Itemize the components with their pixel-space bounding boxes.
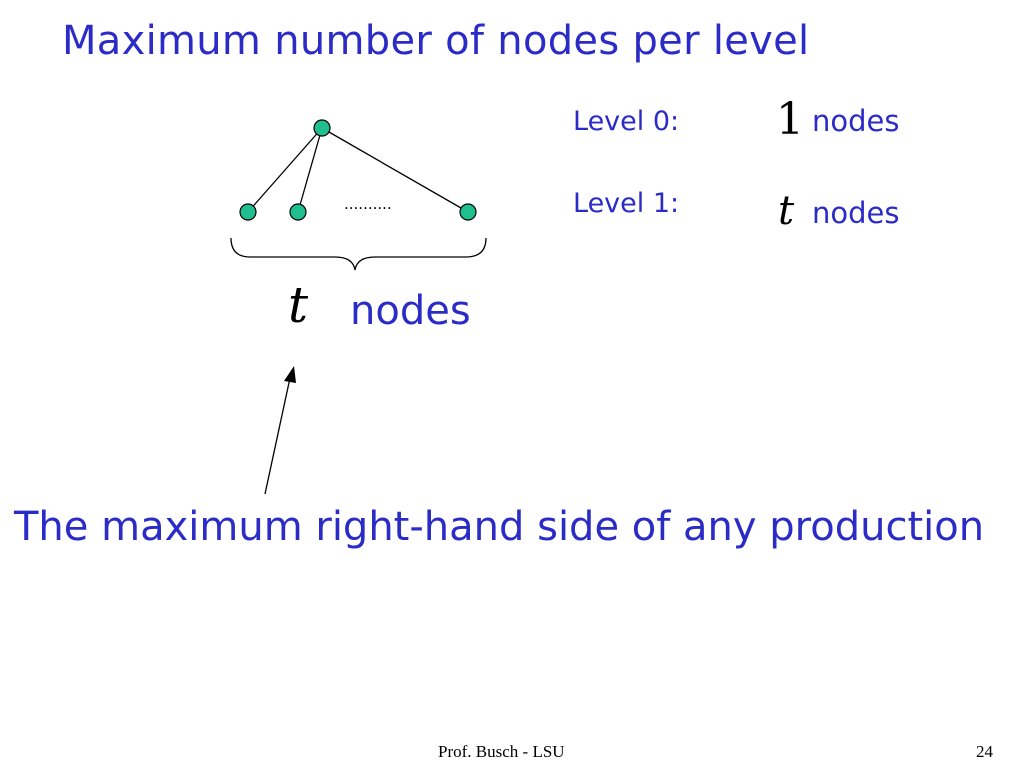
caption: The maximum right-hand side of any produ… (14, 504, 985, 550)
child-node-last (459, 203, 477, 221)
level-1-unit: nodes (812, 196, 900, 230)
children-ellipsis: .......... (344, 195, 392, 213)
brace-variable: t (288, 276, 309, 334)
page-number: 24 (976, 742, 993, 761)
arrow-line (264, 377, 291, 495)
brace-unit: nodes (350, 288, 471, 334)
footer-author: Prof. Busch - LSU (438, 742, 565, 761)
child-node-2 (289, 203, 307, 221)
tree-edge-2 (297, 127, 323, 213)
tree-edge-1 (247, 127, 323, 213)
tree-edge-3 (321, 127, 469, 213)
arrow-head (284, 366, 296, 383)
slide-title: Maximum number of nodes per level (62, 18, 810, 64)
child-node-1 (239, 203, 257, 221)
level-0-unit: nodes (812, 104, 900, 138)
level-1-count: t (778, 188, 795, 234)
level-0-label: Level 0: (573, 106, 680, 137)
curly-brace (230, 237, 487, 271)
level-0-count: 1 (776, 94, 804, 145)
level-1-label: Level 1: (573, 188, 680, 219)
root-node (313, 119, 331, 137)
